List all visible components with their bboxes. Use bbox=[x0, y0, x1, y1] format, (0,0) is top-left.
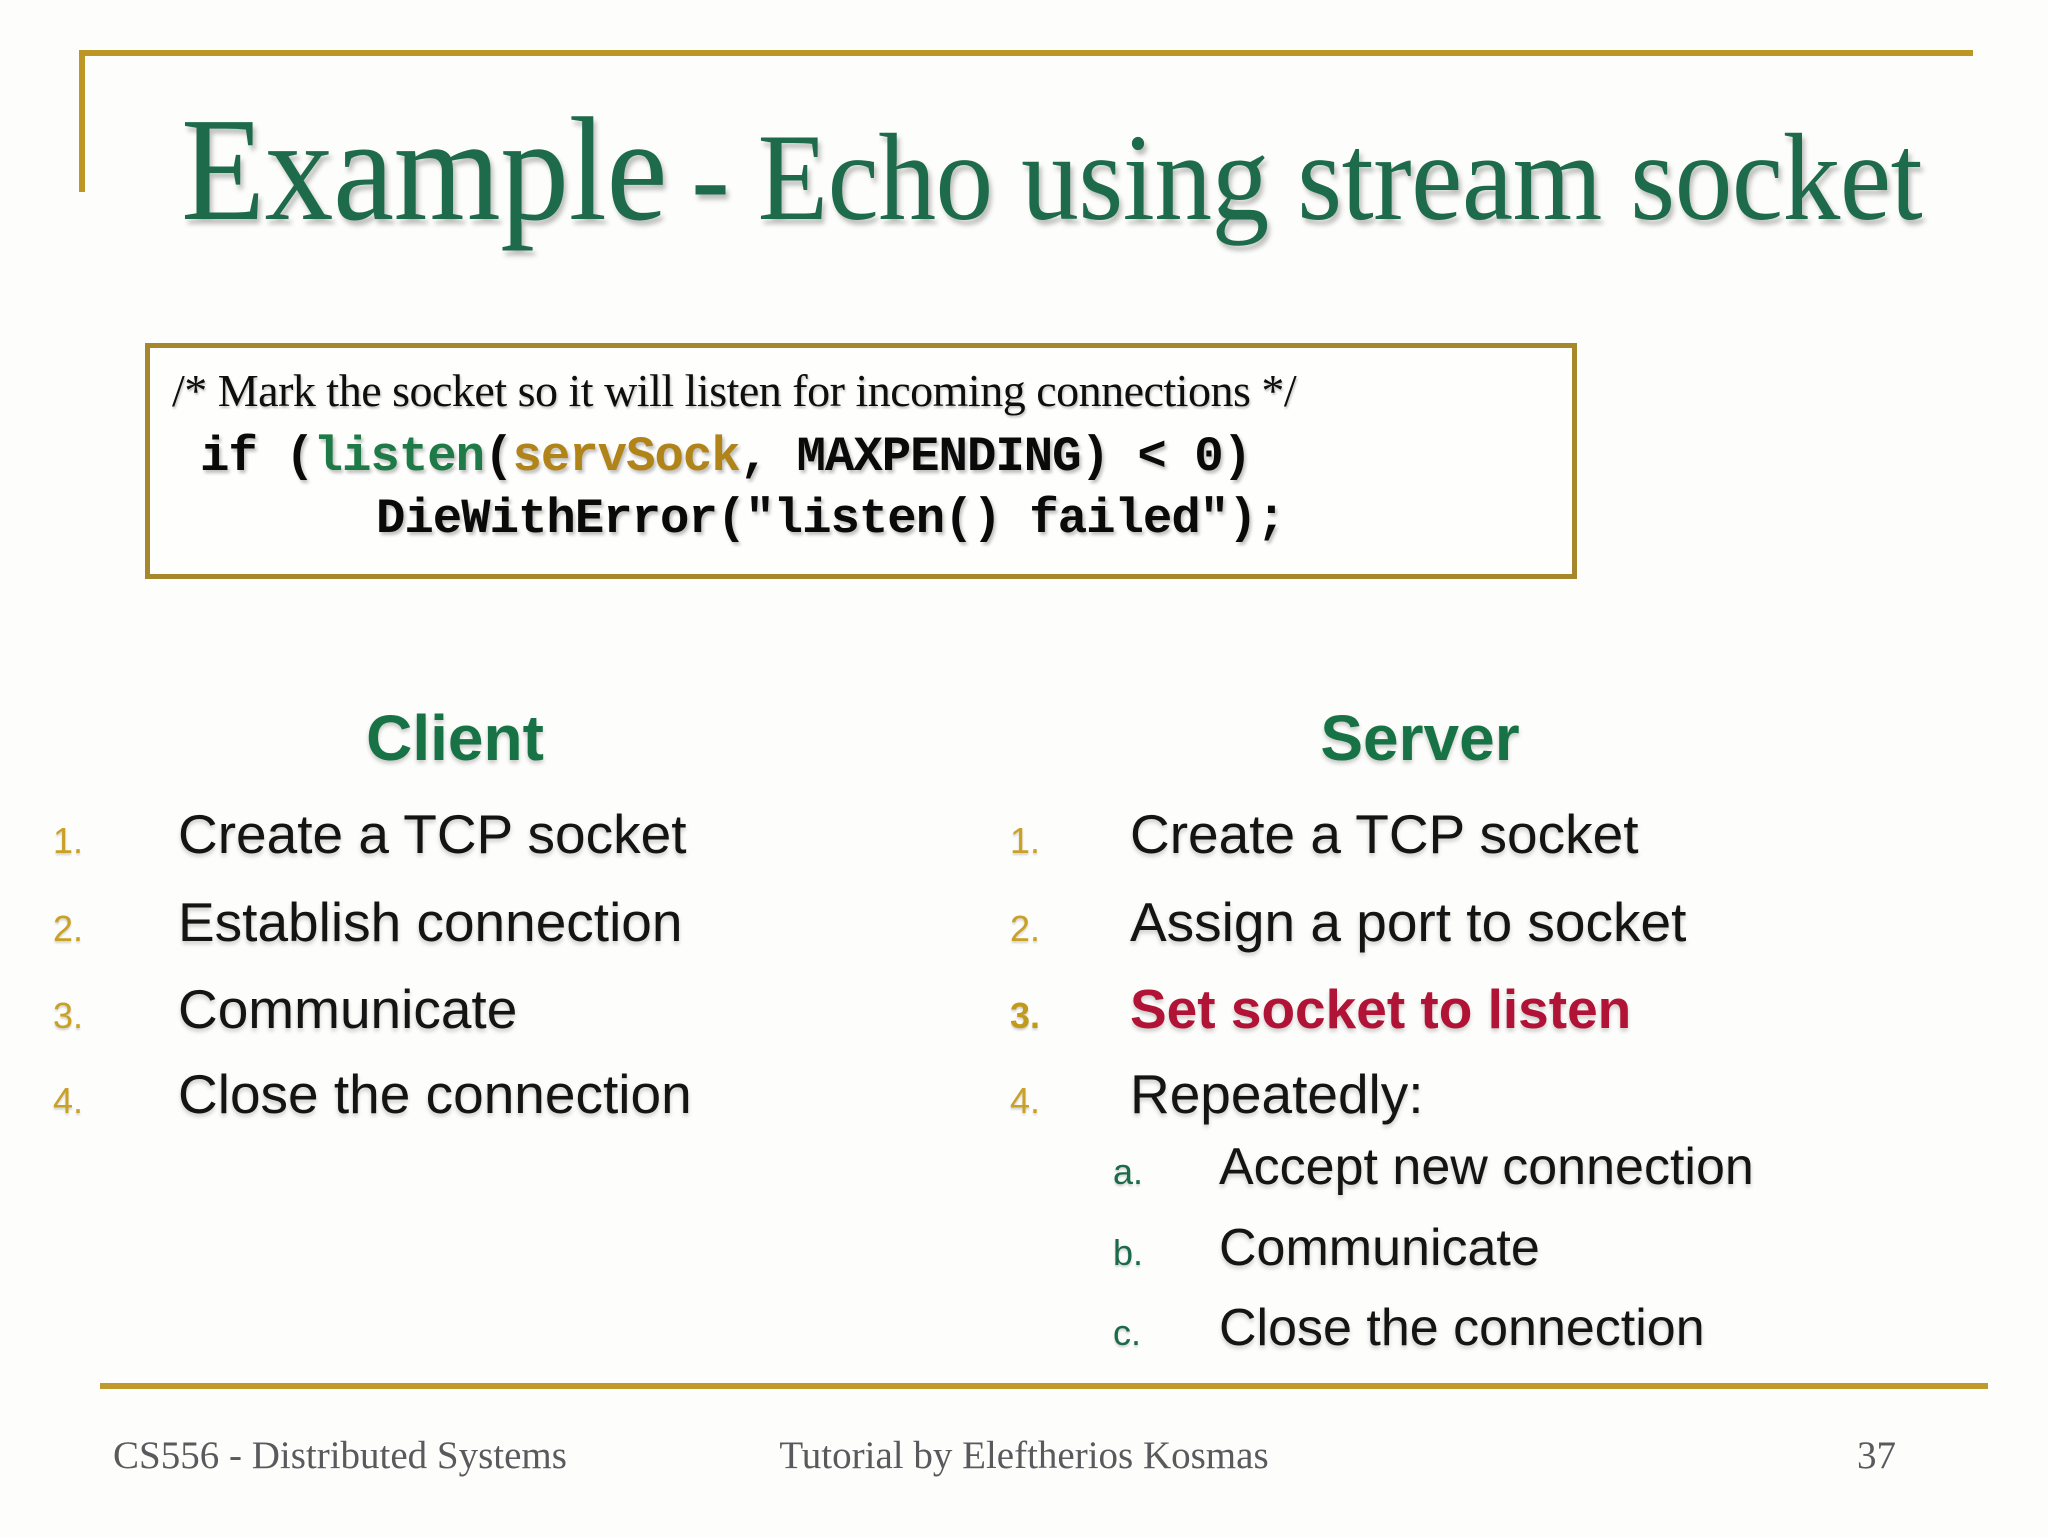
item-marker: 4. bbox=[53, 1080, 84, 1121]
item-label: Create a TCP socket bbox=[178, 803, 687, 865]
code-comment: /* Mark the socket so it will listen for… bbox=[172, 365, 1297, 416]
code-line-diewitherror: DieWithError("listen() failed"); bbox=[376, 491, 1286, 547]
item-marker: 1. bbox=[53, 820, 84, 861]
footer-page-number: 37 bbox=[1857, 1434, 1896, 1477]
server-list-item-2: 2. Assign a port to socket bbox=[1010, 891, 1687, 953]
server-list-item-3-emphasized: 3. Set socket to listen bbox=[1010, 978, 1632, 1040]
item-label: Assign a port to socket bbox=[1130, 891, 1687, 953]
server-sublist-item-c: c. Close the connection bbox=[1113, 1301, 1705, 1356]
item-label: Accept new connection bbox=[1219, 1138, 1754, 1196]
footer-gold-rule bbox=[100, 1383, 1988, 1389]
footer-credit: Tutorial by Eleftherios Kosmas bbox=[779, 1434, 1269, 1477]
code-if-pre: if ( bbox=[200, 429, 315, 485]
client-list-item-3: 3. Communicate bbox=[53, 978, 518, 1040]
item-marker: a. bbox=[1113, 1151, 1144, 1192]
item-label: Communicate bbox=[178, 978, 518, 1040]
code-if-post: , MAXPENDING) < 0) bbox=[739, 429, 1252, 485]
server-sublist-item-a: a. Accept new connection bbox=[1113, 1140, 1754, 1195]
client-column-header: Client bbox=[366, 702, 544, 774]
item-marker: c. bbox=[1113, 1312, 1142, 1353]
code-line-if: if (listen(servSock, MAXPENDING) < 0) bbox=[200, 426, 1572, 488]
page-title: Example- Echo using stream socket bbox=[181, 96, 1923, 246]
top-gold-rule bbox=[80, 50, 1973, 56]
footer-course-name: CS556 - Distributed Systems bbox=[113, 1434, 567, 1477]
item-marker: 2. bbox=[1010, 908, 1041, 949]
item-marker: 4. bbox=[1010, 1080, 1041, 1121]
page-title-subtitle: - Echo using stream socket bbox=[691, 109, 1923, 246]
page-title-main: Example bbox=[181, 88, 668, 252]
code-snippet-box: /* Mark the socket so it will listen for… bbox=[145, 343, 1577, 579]
code-identifier-servsock: servSock bbox=[512, 429, 740, 485]
item-label: Establish connection bbox=[178, 891, 683, 953]
server-list-item-4: 4. Repeatedly: bbox=[1010, 1063, 1424, 1125]
item-marker: 3. bbox=[53, 995, 84, 1036]
server-sublist-item-b: b. Communicate bbox=[1113, 1221, 1540, 1276]
item-label: Communicate bbox=[1219, 1219, 1540, 1277]
item-marker: b. bbox=[1113, 1232, 1144, 1273]
client-list-item-1: 1. Create a TCP socket bbox=[53, 803, 687, 865]
code-open-paren: ( bbox=[484, 429, 513, 485]
item-label: Repeatedly: bbox=[1130, 1063, 1424, 1125]
item-marker: 3. bbox=[1010, 995, 1041, 1036]
code-keyword-listen: listen bbox=[313, 429, 485, 485]
item-marker: 1. bbox=[1010, 820, 1041, 861]
item-marker: 2. bbox=[53, 908, 84, 949]
item-label-emphasis: Set socket to listen bbox=[1130, 978, 1632, 1040]
item-label: Create a TCP socket bbox=[1130, 803, 1639, 865]
client-list-item-4: 4. Close the connection bbox=[53, 1063, 692, 1125]
left-gold-rule bbox=[79, 50, 85, 192]
client-list-item-2: 2. Establish connection bbox=[53, 891, 683, 953]
item-label: Close the connection bbox=[178, 1063, 692, 1125]
item-label: Close the connection bbox=[1219, 1299, 1705, 1357]
server-list-item-1: 1. Create a TCP socket bbox=[1010, 803, 1639, 865]
server-column-header: Server bbox=[1320, 702, 1520, 774]
